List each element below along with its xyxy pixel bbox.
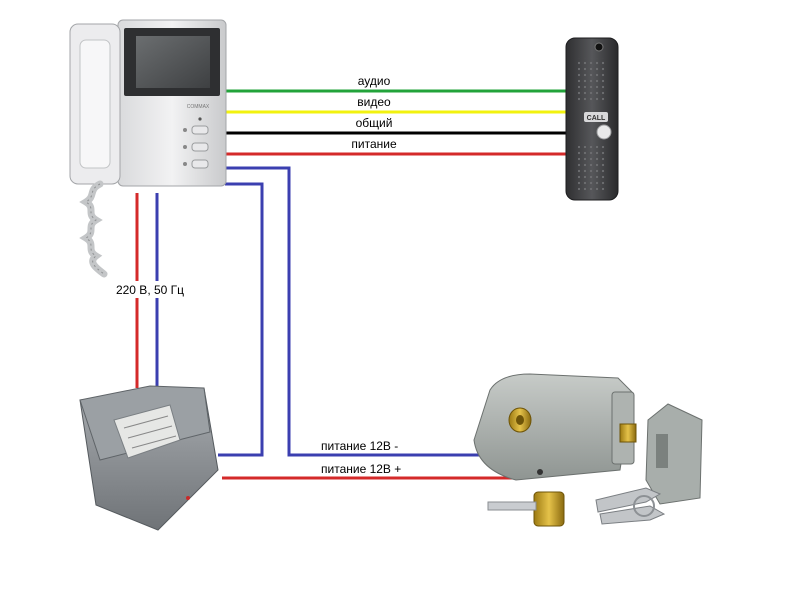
monitor-icon-3 [183,162,187,166]
handset-grip [79,39,111,169]
monitor-button-2 [191,142,209,152]
mains-label: 220 В, 50 Гц [116,283,184,297]
outdoor-call-panel: CALL [565,37,619,201]
wire-labels: аудио видео общий питание 220 В, 50 Гц п… [110,74,401,476]
monitor-button-3 [191,159,209,169]
video-label: видео [357,95,391,109]
lock-key-cylinder [533,491,565,527]
call-panel-badge [584,112,608,122]
lock-striker [645,403,703,505]
psu-label [113,404,181,459]
lock-cylinder-rod [487,501,537,511]
call-panel-lower-grille [578,146,606,190]
monitor-button-1 [191,125,209,135]
monitor-to-psu-wire [218,182,264,457]
monitor-screen [136,36,210,88]
handset-cord [79,180,108,278]
video-monitor: COMMAX [69,19,227,278]
lock-minus-wire [225,166,490,457]
lock-plus-label: питание 12В + [321,462,401,476]
call-button [596,124,612,140]
power-supply-unit [79,385,219,531]
monitor-brand: COMMAX [187,104,210,110]
monitor-icon-1 [183,128,187,132]
electromechanical-lock [473,373,703,527]
lock-body [473,373,633,481]
psu-led [186,496,190,500]
lock-minus-label: питание 12В - [321,439,398,453]
call-panel-speaker-grille [578,58,606,102]
monitor-led [198,117,202,121]
common-label: общий [356,116,393,130]
lock-wire-port [537,469,543,475]
call-panel-camera [594,42,604,52]
monitor-icon-2 [183,145,187,149]
call-panel-badge-text: CALL [587,115,606,122]
audio-label: аудио [358,74,391,88]
lock-bolt [619,423,637,443]
power-label: питание [351,137,397,151]
